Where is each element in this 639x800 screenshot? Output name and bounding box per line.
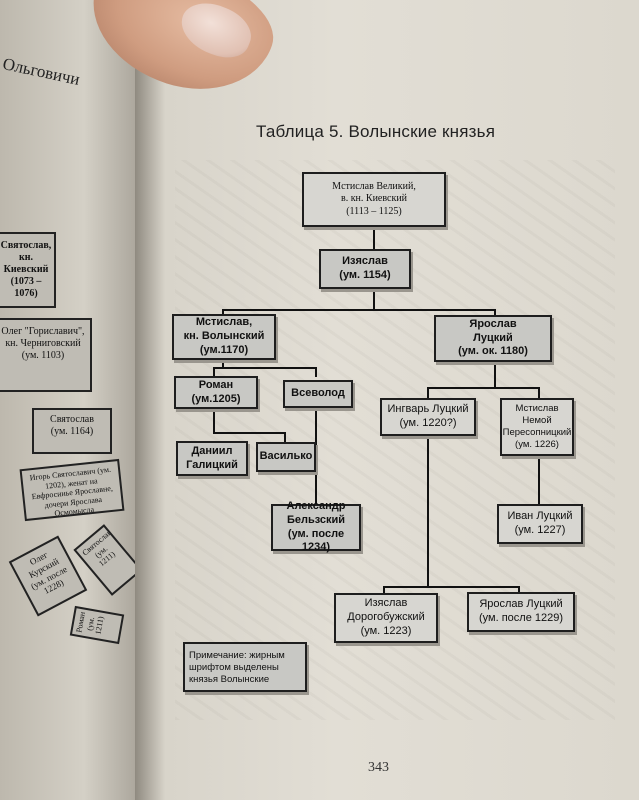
connector [538,455,540,505]
connector [494,360,496,388]
connector [427,387,429,399]
connector [373,288,375,310]
node-ingvar: Ингварь Луцкий(ум. 1220?) [380,398,476,436]
connector [518,586,520,596]
connector [284,432,286,442]
node-vasilko: Василько [256,442,316,472]
node-vsevolod: Всеволод [283,380,353,408]
connector [538,387,540,399]
connector [315,407,317,507]
table-title: Таблица 5. Волынские князья [256,122,496,141]
footnote-box: Примечание: жирным шрифтом выделены княз… [183,642,307,692]
connector [222,309,224,317]
connector [427,387,539,389]
connector [222,358,224,368]
connector [213,367,215,377]
node-mstislav-velikiy: Мстислав Великий,в. кн. Киевский(1113 – … [302,172,446,227]
connector [213,367,316,369]
node-roman: Роман(ум.1205) [174,376,258,409]
left-box-oleg: Олег "Гориславич", кн. Черниговский (ум.… [0,318,92,392]
connector [213,407,215,433]
connector [383,586,385,596]
connector [213,432,285,434]
node-ivan-lutskiy: Иван Луцкий(ум. 1227) [497,504,583,544]
left-box-roman: Роман (ум. 1211) [69,605,125,645]
connector [315,367,317,377]
node-izyaslav: Изяслав(ум. 1154) [319,249,411,289]
node-mstislav-volynskiy: Мстислав,кн. Волынский(ум.1170) [172,314,276,360]
connector [427,435,429,587]
connector [373,225,375,250]
left-page: Ольговичи Святослав, кн. Киевский (1073 … [0,0,140,800]
left-box-igor: Игорь Святославич (ум. 1202), женат на Е… [19,458,125,522]
left-box-svyatoslav: Святослав, кн. Киевский (1073 – 1076) [0,232,56,308]
page-number: 343 [368,760,389,775]
connector [383,586,519,588]
connector [494,309,496,317]
left-box-svyatoslav2: Святослав (ум. 1164) [32,408,112,454]
connector [222,309,495,311]
node-yaroslav-lutskiy-2: Ярослав Луцкий(ум. после 1229) [467,592,575,632]
left-page-heading: Ольговичи [0,54,82,89]
